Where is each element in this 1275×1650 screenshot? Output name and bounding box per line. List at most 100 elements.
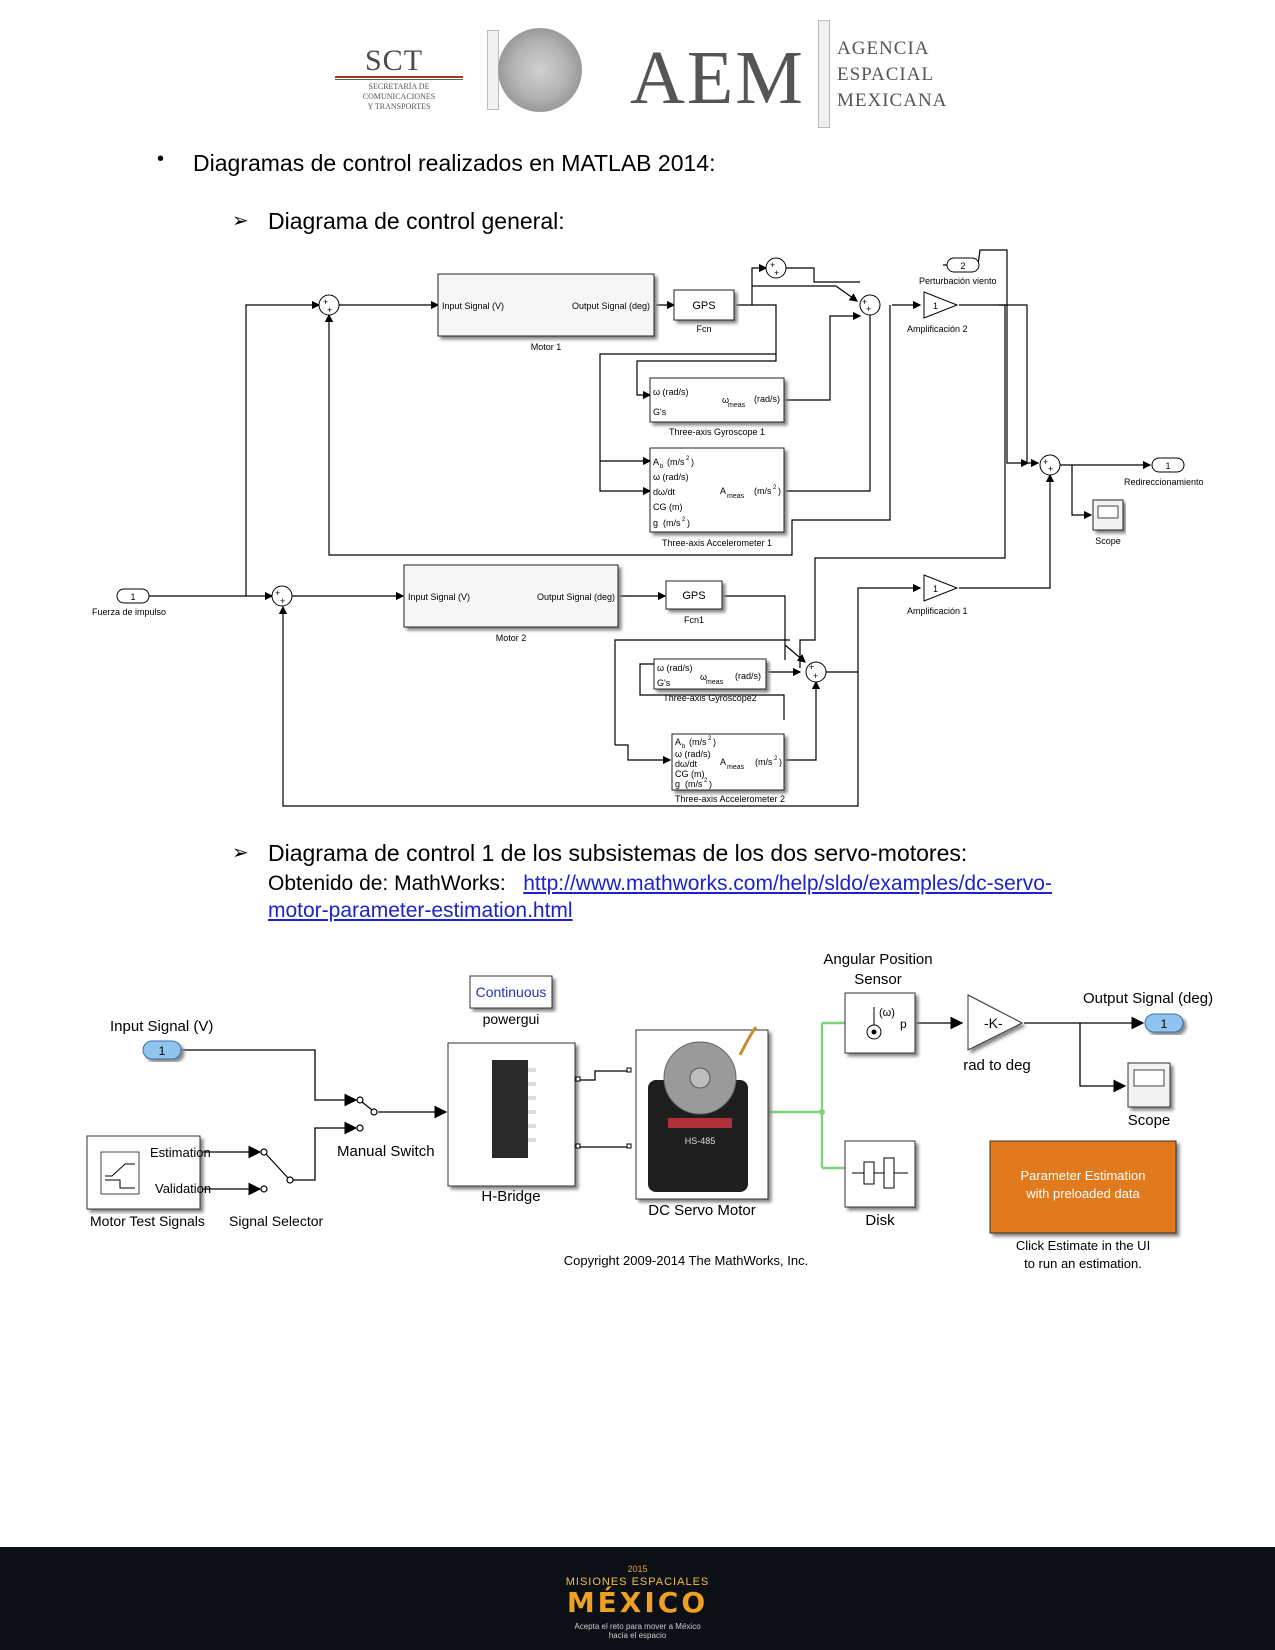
input-signal-label: Input Signal (V) <box>110 1018 213 1035</box>
accel2-input-label: g <box>675 779 680 789</box>
accel1-output-sq: 2 <box>773 485 777 491</box>
section-bullet: Diagramas de control realizados en MATLA… <box>193 150 716 176</box>
accel1-input-label: dω/dt <box>653 487 676 497</box>
accel1-output-paren: ) <box>778 486 781 496</box>
servo-motor-diagram: Input Signal (V) 1 Continuous powergui M… <box>86 951 1213 1271</box>
gyro2-output-label: ω <box>700 672 707 682</box>
accel1-input-sq: 2 <box>686 456 690 462</box>
fuerza-port <box>116 588 150 604</box>
disk-block <box>844 1140 916 1208</box>
footer-year: 2015 <box>627 1564 648 1574</box>
gyro2-caption: Three-axis Gyroscope2 <box>663 693 757 703</box>
accel2-output-sq: 2 <box>774 756 778 762</box>
agencia-line: MEXICANA <box>837 90 948 111</box>
gyro1-input-label: G's <box>653 407 667 417</box>
manual-switch-caption: Manual Switch <box>337 1143 435 1160</box>
accel2-input-label: CG (m) <box>675 769 705 779</box>
accel2-input-sq: 2 <box>704 778 708 784</box>
page-header: SCT SECRETARÍA DE COMUNICACIONES Y TRANS… <box>0 0 1275 140</box>
rad-to-deg-caption: rad to deg <box>963 1057 1031 1074</box>
sum-sign: + <box>1043 457 1048 467</box>
gain-value: 1 <box>933 301 938 311</box>
accel2-input-paren: ) <box>713 737 716 747</box>
accel2-input-label: dω/dt <box>675 759 698 769</box>
gyro1-output-label: ω <box>722 395 729 405</box>
gain-value: 1 <box>933 584 938 594</box>
sensor-p-label: p <box>900 1017 907 1031</box>
accel1-input-unit: (m/s <box>667 457 685 467</box>
source-link[interactable]: http://www.mathworks.com/help/sldo/examp… <box>268 872 1052 922</box>
sum-block-icon <box>271 585 293 607</box>
motor2-input-label: Input Signal (V) <box>408 592 470 602</box>
sum-block-icon <box>318 294 340 316</box>
click-estimate-note: to run an estimation. <box>1024 1256 1142 1271</box>
dc-servo-caption: DC Servo Motor <box>648 1202 756 1219</box>
sum-block-icon <box>805 661 827 683</box>
bullet-dot-icon: • <box>157 148 165 170</box>
sct-logo-text: SCT <box>365 44 424 77</box>
accel1-input-paren: ) <box>691 457 694 467</box>
sum-sign: + <box>327 305 332 315</box>
header-divider <box>818 20 830 128</box>
sum-block-icon <box>1039 454 1061 476</box>
accel1-output-sub: meas <box>727 493 745 500</box>
sct-sub-line: SECRETARÍA DE <box>368 82 430 91</box>
fuerza-label: Fuerza de impulso <box>92 607 166 617</box>
accel2-output-unit: (m/s <box>755 757 773 767</box>
validation-label: Validation <box>155 1181 211 1196</box>
subheading-servo: Diagrama de control 1 de los subsistemas… <box>268 840 968 866</box>
accel1-input-paren: ) <box>687 518 690 528</box>
footer-mexico: MÉXICO <box>566 1586 709 1619</box>
gyro1-input-label: ω (rad/s) <box>653 387 689 397</box>
general-control-diagram: Input Signal (V) Output Signal (deg) Mot… <box>92 249 1204 807</box>
perturbacion-port <box>946 257 980 273</box>
arrow-bullet-icon: ➢ <box>232 210 249 232</box>
sct-sub-line: COMUNICACIONES <box>362 92 436 101</box>
subheading-general: Diagrama de control general: <box>268 208 565 234</box>
hbridge-caption: H-Bridge <box>481 1188 540 1205</box>
gyro2-output-unit: (rad/s) <box>735 671 761 681</box>
powergui-caption: powergui <box>483 1011 540 1027</box>
motor-test-caption: Motor Test Signals <box>90 1213 205 1229</box>
redireccionamiento-port-number: 1 <box>1165 461 1170 471</box>
footer-sub-line: Acepta el reto para mover a México <box>574 1622 701 1631</box>
angular-sensor-caption: Sensor <box>854 971 902 988</box>
source-prefix: Obtenido de: MathWorks: <box>268 872 506 895</box>
accel1-input-unit: (m/s <box>663 518 681 528</box>
redireccionamiento-port <box>1151 457 1185 473</box>
signal-selector-caption: Signal Selector <box>229 1213 324 1229</box>
parameter-estimation-button[interactable] <box>989 1140 1177 1234</box>
page-footer <box>0 1547 1275 1650</box>
gyro2-input-label: ω (rad/s) <box>657 663 693 673</box>
input-port-number: 1 <box>159 1044 166 1058</box>
sct-sub-line: Y TRANSPORTES <box>367 102 431 111</box>
sct-logo-rule-green <box>335 79 463 80</box>
accel2-input-paren: ) <box>709 779 712 789</box>
gyro1-caption: Three-axis Gyroscope 1 <box>669 427 765 437</box>
sum-sign: + <box>280 596 285 606</box>
sum-sign: + <box>809 662 814 672</box>
sum-block-icon <box>859 294 881 316</box>
accel2-input-sub: b <box>682 744 686 750</box>
agencia-line: ESPACIAL <box>837 64 935 85</box>
sum-sign: + <box>813 671 818 681</box>
accel2-input-label: ω (rad/s) <box>675 749 711 759</box>
disk-caption: Disk <box>865 1212 895 1229</box>
sum-sign: + <box>774 268 779 278</box>
accel2-input-label: A <box>675 737 681 747</box>
arrow-bullet-icon: ➢ <box>232 842 249 864</box>
accel1-output-unit: (m/s <box>754 486 772 496</box>
accel2-output-sub: meas <box>727 764 745 771</box>
sum-sign: + <box>323 297 328 307</box>
motor1-input-label: Input Signal (V) <box>442 301 504 311</box>
chip-icon <box>492 1060 528 1158</box>
gyro2-input-label: G's <box>657 678 671 688</box>
input-port <box>142 1040 182 1060</box>
gyro1-output-sub: meas <box>728 402 746 409</box>
perturbacion-port-number: 2 <box>960 261 965 271</box>
gain-k-label: -K- <box>984 1015 1003 1031</box>
fuerza-port-number: 1 <box>130 592 135 602</box>
sum-sign: + <box>770 260 775 270</box>
amplificacion1-caption: Amplificación 1 <box>907 606 968 616</box>
gps2-block-label: GPS <box>682 590 705 602</box>
